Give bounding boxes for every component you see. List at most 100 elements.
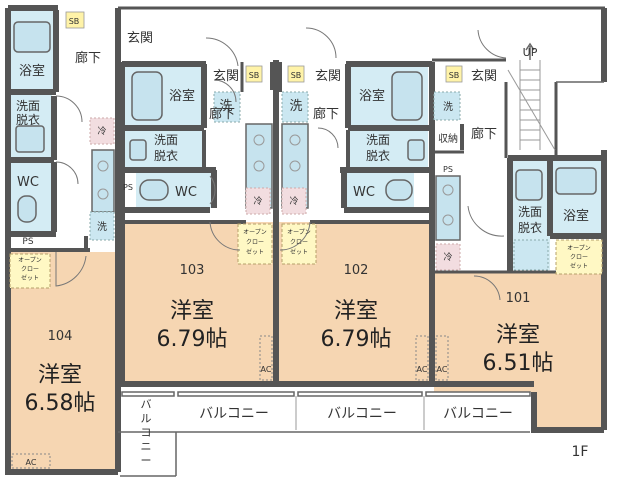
stairs xyxy=(507,60,556,151)
unit-102-sb-label: SB xyxy=(291,71,302,80)
unit-102-corridor-label: 廊下 xyxy=(313,106,339,122)
unit-103-laundry-label: 洗 xyxy=(219,99,232,114)
unit-103-sb-label: SB xyxy=(249,71,260,80)
stairs-up-arrow-icon xyxy=(525,42,535,60)
balcony-104-char-3: コ xyxy=(141,426,152,439)
unit-103-room-type: 洋室 xyxy=(170,299,214,324)
unit-103-entrance-label: 玄関 xyxy=(213,69,239,84)
unit-101-number: 101 xyxy=(506,291,531,306)
unit-102-ac-label: AC xyxy=(417,365,428,374)
unit-103-bath-label: 浴室 xyxy=(169,88,195,104)
unit-101-open-closet xyxy=(555,239,603,275)
unit-103-bathtub-icon xyxy=(131,71,163,121)
unit-103-washroom-label-1: 洗面 xyxy=(154,133,178,147)
unit-103-toilet-icon xyxy=(139,179,169,201)
unit-103-open-closet xyxy=(237,223,273,265)
unit-104-bath-label: 浴室 xyxy=(19,63,45,79)
unit-102-laundry-label: 洗 xyxy=(289,99,302,114)
unit-104-fridge-label: 冷 xyxy=(97,125,106,137)
unit-101-room-type: 洋室 xyxy=(496,323,540,348)
unit-101-ps-label: PS xyxy=(443,165,453,174)
balcony-104-char-5: ー xyxy=(141,454,152,467)
wall-101-bottom xyxy=(531,392,604,433)
unit-104-washbasin-icon xyxy=(15,125,45,153)
unit-102-wc-label: WC xyxy=(353,185,375,200)
unit-103-closet-label-1: オープン xyxy=(243,229,267,236)
unit-104-laundry-pan xyxy=(89,211,115,241)
unit-103-room-size: 6.79帖 xyxy=(157,327,228,352)
unit-104-wc-label: WC xyxy=(17,175,39,190)
unit-101-room-fill xyxy=(434,272,604,430)
unit-104-fridge-space xyxy=(89,117,115,145)
unit-103-entrance-label-top: 玄関 xyxy=(127,31,153,46)
unit-103-fridge-label: 冷 xyxy=(253,195,262,207)
unit-102-closet-label-3: ゼット xyxy=(290,248,308,256)
unit-101-washroom-label-1: 洗面 xyxy=(518,205,542,219)
unit-103-closet-label-2: クロー xyxy=(246,239,264,246)
door-swings xyxy=(55,27,507,301)
balcony-104-char-4: ニ xyxy=(141,440,152,453)
stairs-up-label: UP xyxy=(523,46,538,59)
unit-102-bathtub-icon xyxy=(391,71,423,121)
unit-101-laundry-pan xyxy=(433,91,461,121)
unit-104-sb-box xyxy=(65,11,85,29)
unit-101-laundry-label: 洗 xyxy=(443,101,453,113)
unit-104-sb-label: SB xyxy=(69,17,80,26)
unit-104-open-closet xyxy=(9,253,51,289)
unit-103-number: 103 xyxy=(180,263,205,278)
balcony-rails xyxy=(118,391,531,477)
unit-102-open-closet xyxy=(281,223,317,265)
unit-104-closet-label-1: オープン xyxy=(18,257,42,264)
unit-103-ac-marker xyxy=(259,335,273,381)
unit-104-room-type: 洋室 xyxy=(38,363,82,388)
unit-102-room-size: 6.79帖 xyxy=(321,327,392,352)
unit-103-corridor-label: 廊下 xyxy=(209,106,235,122)
unit-104-ps-label: PS xyxy=(22,237,33,247)
unit-101-kitchen-icon xyxy=(435,175,461,241)
unit-102-closet-label-2: クロー xyxy=(290,239,308,246)
unit-104-bathtub-icon xyxy=(13,21,51,53)
unit-101-fridge-space xyxy=(435,243,461,271)
unit-104-closet-label-3: ゼット xyxy=(21,274,39,282)
unit-104-corridor-label: 廊下 xyxy=(75,50,101,66)
balcony-104-char-1: バ xyxy=(141,398,152,411)
unit-101-corridor-label: 廊下 xyxy=(471,126,497,142)
unit-104-number: 104 xyxy=(48,329,73,344)
unit-102-ac-marker xyxy=(415,335,429,381)
unit-101-room-size: 6.51帖 xyxy=(483,351,554,376)
unit-104-washroom-label-1: 洗面 xyxy=(16,99,40,113)
unit-104-ac-label: AC xyxy=(26,458,37,467)
unit-101-closet-label-3: ゼット xyxy=(570,262,588,270)
unit-102-washroom-label-2: 脱衣 xyxy=(366,148,390,163)
unit-102-closet-label-1: オープン xyxy=(287,229,311,236)
unit-101-sb-box xyxy=(445,65,463,83)
balcony-label-103: バルコニー xyxy=(199,406,269,422)
unit-103-ac-label: AC xyxy=(261,365,272,374)
unit-104-closet-label-2: クロー xyxy=(21,266,39,273)
unit-103-washroom-label-2: 脱衣 xyxy=(154,148,178,163)
unit-102-entrance-label: 玄関 xyxy=(315,69,341,84)
unit-101-bath-label: 浴室 xyxy=(563,208,589,224)
unit-101-sb-label: SB xyxy=(449,71,460,80)
unit-101-ac-marker xyxy=(435,335,449,381)
unit-102-washroom-label-1: 洗面 xyxy=(366,133,390,147)
unit-102-bath-label: 浴室 xyxy=(359,88,385,104)
unit-103-sb-box xyxy=(245,65,263,83)
unit-102-fridge-space xyxy=(281,187,307,215)
unit-104-kitchen-icon xyxy=(91,149,115,213)
unit-101-washroom-label-2: 脱衣 xyxy=(518,220,542,235)
unit-104-washroom-label-2: 脱衣 xyxy=(16,112,40,127)
unit-103-ps-label: PS xyxy=(123,183,133,192)
unit-101-washbasin-icon xyxy=(515,169,543,201)
unit-104-room-size: 6.58帖 xyxy=(25,391,96,416)
unit-101-closet-label-2: クロー xyxy=(570,254,588,261)
unit-103-washbasin-icon xyxy=(129,139,147,161)
unit-103-fridge-space xyxy=(245,187,271,215)
floor-label: 1F xyxy=(572,444,589,460)
unit-101-fridge-label: 冷 xyxy=(443,251,452,263)
unit-103-wc-label: WC xyxy=(175,185,197,200)
unit-102-washbasin-icon xyxy=(407,139,425,161)
unit-102-room-type: 洋室 xyxy=(334,299,378,324)
unit-103-closet-label-3: ゼット xyxy=(246,248,264,256)
